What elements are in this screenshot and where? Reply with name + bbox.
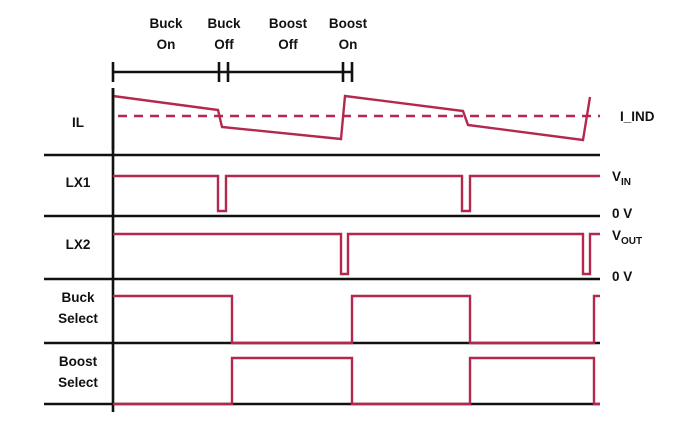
phase-label-boost-off-line2: Off bbox=[278, 37, 298, 52]
row-label-lx2: LX2 bbox=[66, 237, 91, 252]
right-label-zero-v-2: 0 V bbox=[612, 269, 632, 284]
row-labels-group: IL LX1 LX2 Buck Select Boost Select bbox=[58, 115, 98, 390]
row-label-boost-select-line2: Select bbox=[58, 375, 98, 390]
right-label-v-in: VIN bbox=[612, 169, 631, 188]
right-labels-group: I_IND VIN 0 V VOUT 0 V bbox=[612, 109, 655, 284]
right-label-zero-v-1: 0 V bbox=[612, 206, 632, 221]
right-label-v-in-sub: IN bbox=[621, 177, 631, 188]
right-label-v-out-sub: OUT bbox=[621, 236, 642, 247]
waveforms-group bbox=[111, 88, 600, 406]
right-label-v-in-main: V bbox=[612, 169, 621, 184]
phase-label-boost-on-line2: On bbox=[339, 37, 358, 52]
phase-label-boost-off-line1: Boost bbox=[269, 16, 308, 31]
lx1-waveform-trace bbox=[113, 174, 600, 213]
phase-label-buck-off-line2: Off bbox=[214, 37, 234, 52]
row-label-boost-select-line1: Boost bbox=[59, 354, 98, 369]
buck-select-waveform-trace bbox=[113, 294, 600, 345]
phase-label-buck-on-line2: On bbox=[157, 37, 176, 52]
boost-select-waveform-trace bbox=[113, 356, 600, 406]
lx2-waveform-trace bbox=[113, 232, 600, 276]
phase-labels-group: Buck On Buck Off Boost Off Boost On bbox=[149, 16, 367, 52]
right-label-i-ind: I_IND bbox=[620, 109, 655, 124]
row-label-buck-select-line2: Select bbox=[58, 311, 98, 326]
phase-label-buck-on-line1: Buck bbox=[149, 16, 183, 31]
phase-axis-group bbox=[111, 62, 354, 82]
il-waveform-trace bbox=[112, 94, 592, 142]
row-label-lx1: LX1 bbox=[66, 175, 91, 190]
phase-label-boost-on-line1: Boost bbox=[329, 16, 368, 31]
right-label-v-out: VOUT bbox=[612, 228, 642, 247]
row-label-buck-select-line1: Buck bbox=[61, 290, 95, 305]
row-label-il: IL bbox=[72, 115, 84, 130]
right-label-v-out-main: V bbox=[612, 228, 621, 243]
phase-label-buck-off-line1: Buck bbox=[207, 16, 241, 31]
